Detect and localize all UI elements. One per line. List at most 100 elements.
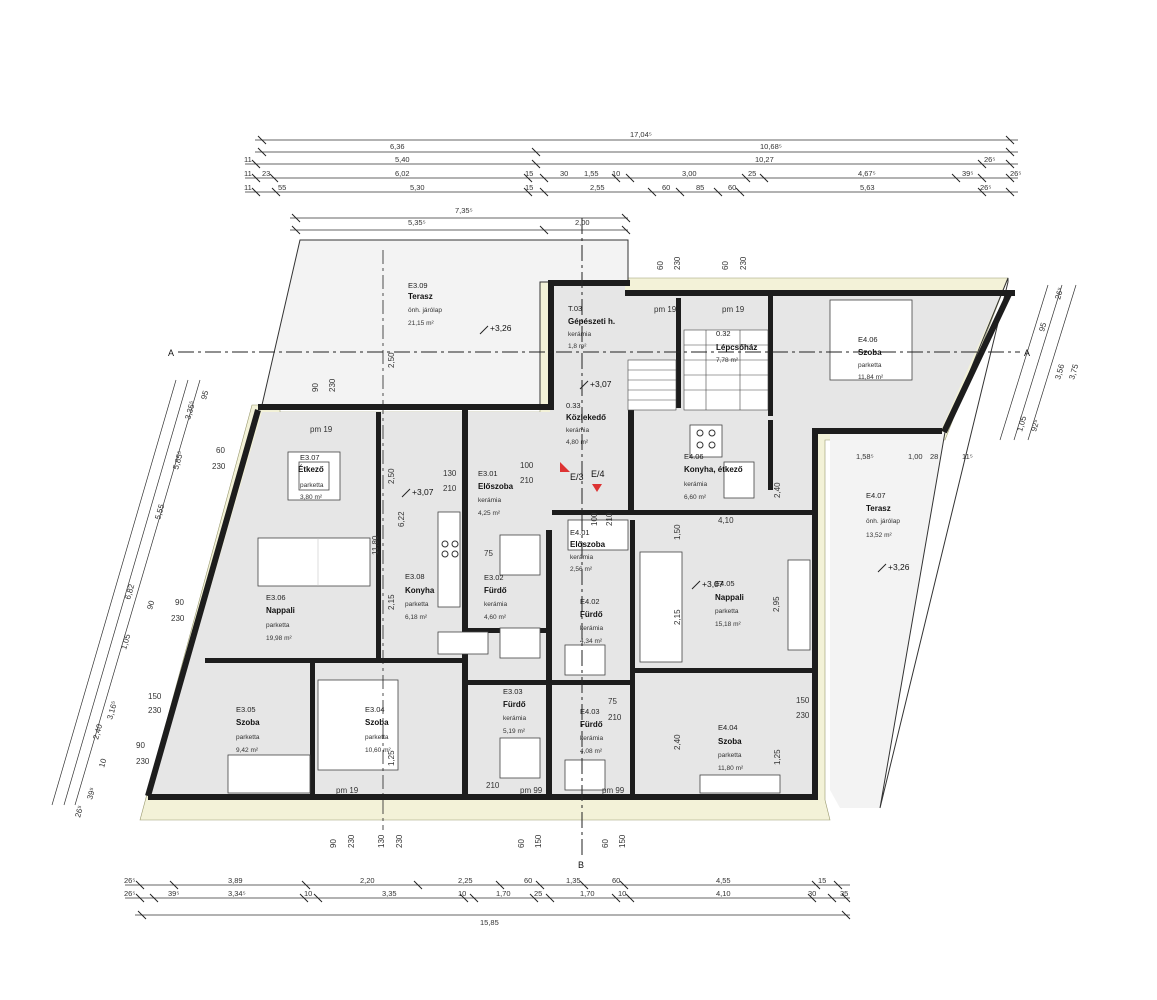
room-e406b: E4.06 Konyha, étkező kerámia 6,60 m² — [684, 452, 743, 501]
room-code: E3.06 — [266, 593, 286, 602]
room-labels: E3.09 Terasz önh. járólap 21,15 m² T.03 … — [236, 281, 900, 772]
dim: 230 — [328, 378, 337, 392]
dim: 230 — [673, 256, 682, 270]
room-name: Előszoba — [570, 540, 606, 549]
furniture — [227, 299, 913, 794]
room-finish: parketta — [715, 608, 739, 615]
dim: 39⁵ — [962, 169, 973, 178]
dim: 26⁵ — [124, 889, 135, 898]
room-e406: E4.06 Szoba parketta 11,84 m² — [858, 335, 884, 381]
dim: 75 — [484, 549, 493, 558]
dim: 10 — [612, 169, 620, 178]
room-finish: kerámia — [684, 481, 708, 488]
room-finish: parketta — [365, 734, 389, 741]
dim: 230 — [395, 834, 404, 848]
dim: 100 — [520, 461, 534, 470]
room-area: 6,18 m² — [405, 614, 428, 621]
dim: pm 19 — [722, 305, 745, 314]
dim: 10,27 — [755, 155, 774, 164]
dim: 4,55 — [716, 876, 731, 885]
level-marker: +3,07 — [590, 379, 612, 389]
room-name: Fürdő — [580, 720, 603, 729]
room-e306: E3.06 Nappali parketta 19,98 m² — [266, 593, 295, 642]
room-name: Konyha, étkező — [684, 465, 743, 474]
dim: 60 — [612, 876, 620, 885]
level-marker: +3,07 — [412, 487, 434, 497]
dim: 1,35 — [566, 876, 581, 885]
dim: 6,22 — [397, 511, 406, 527]
dim: 60 — [662, 183, 670, 192]
room-name: Szoba — [718, 737, 742, 746]
room-e301: E3.01 Előszoba kerámia 4,25 m² — [478, 469, 514, 517]
room-e402: E4.02 Fürdő kerámia 4,34 m² — [580, 597, 604, 645]
dim: 230 — [212, 462, 226, 471]
room-finish: parketta — [405, 601, 429, 608]
dim: 10 — [618, 889, 626, 898]
dim: 90 — [145, 599, 156, 611]
dim: 11,80 — [371, 535, 380, 555]
dim: 1,58⁵ — [856, 452, 874, 461]
level-marker: +3,26 — [888, 562, 910, 572]
room-finish: kerámia — [580, 625, 604, 632]
room-finish: parketta — [236, 734, 260, 741]
dim: 6,36 — [390, 142, 405, 151]
dim: 5,63 — [860, 183, 875, 192]
dim: 55 — [278, 183, 286, 192]
room-finish: kerámia — [478, 497, 502, 504]
room-code: E3.04 — [365, 705, 385, 714]
room-finish: parketta — [718, 752, 742, 759]
room-name: Közlekedő — [566, 413, 606, 422]
dim: 25 — [534, 889, 542, 898]
dim: 2,50 — [387, 468, 396, 484]
dim: 26⁵ — [124, 876, 135, 885]
dim: 15 — [525, 183, 533, 192]
room-finish: önh. járólap — [408, 307, 442, 314]
room-code: 0.32 — [716, 329, 731, 338]
dim: 28 — [930, 452, 938, 461]
dim: 75 — [608, 697, 617, 706]
dim: 230 — [739, 256, 748, 270]
dim: 5,35⁵ — [408, 218, 426, 227]
dim: 2,95 — [772, 596, 781, 612]
dim: 3,56 — [1053, 363, 1066, 381]
room-finish: önh. járólap — [866, 518, 900, 525]
dim: pm 19 — [310, 425, 333, 434]
section-label-e4: E/4 — [591, 469, 605, 479]
dim: 3,00 — [682, 169, 697, 178]
right-dimension-chains: 26⁵ 95 3,56 3,75 1,05 92⁵ — [999, 284, 1080, 441]
section-label-a-left: A — [168, 348, 174, 358]
dim: 39⁵ — [85, 786, 97, 800]
room-finish: kerámia — [580, 735, 604, 742]
level-markers: +3,26 +3,07 +3,07 +3,07 +3,26 — [401, 323, 910, 590]
dim: 35 — [840, 889, 848, 898]
dim: 11 — [244, 169, 252, 178]
top-dimension-chains: 17,04⁵ 6,36 10,68⁵ 11 5,40 10,27 26⁵ 11 … — [244, 130, 1021, 235]
dim: 210 — [486, 781, 500, 790]
dim-total-top: 17,04⁵ — [630, 130, 652, 139]
dim: 3,16⁵ — [105, 700, 119, 721]
dim: 11 — [244, 183, 252, 192]
dim: 11⁵ — [962, 452, 973, 461]
dim: 1,00 — [908, 452, 923, 461]
dim: 150 — [534, 834, 543, 848]
room-e403: E4.03 Fürdő kerámia 4,08 m² — [580, 707, 604, 755]
dim: 60 — [601, 839, 610, 848]
dim: 60 — [517, 839, 526, 848]
room-area: 7,78 m² — [716, 357, 739, 364]
room-e302: E3.02 Fürdő kerámia 4,60 m² — [484, 573, 508, 621]
dim: 1,05 — [1015, 415, 1028, 433]
room-e304: E3.04 Szoba parketta 10,60 m² — [365, 705, 391, 754]
room-code: E3.01 — [478, 469, 498, 478]
room-code: T.03 — [568, 304, 582, 313]
dim: 210 — [443, 484, 457, 493]
room-area: 4,34 m² — [580, 638, 603, 645]
dim: 60 — [721, 261, 730, 270]
dim: 95 — [1037, 321, 1048, 333]
room-area: 21,15 m² — [408, 320, 434, 327]
room-finish: kerámia — [568, 331, 592, 338]
dim: 2,55 — [590, 183, 605, 192]
dim: 100 — [590, 512, 599, 526]
dim: 15 — [818, 876, 826, 885]
room-name: Lépcsőház — [716, 343, 757, 352]
dim: 1,05 — [119, 633, 132, 651]
